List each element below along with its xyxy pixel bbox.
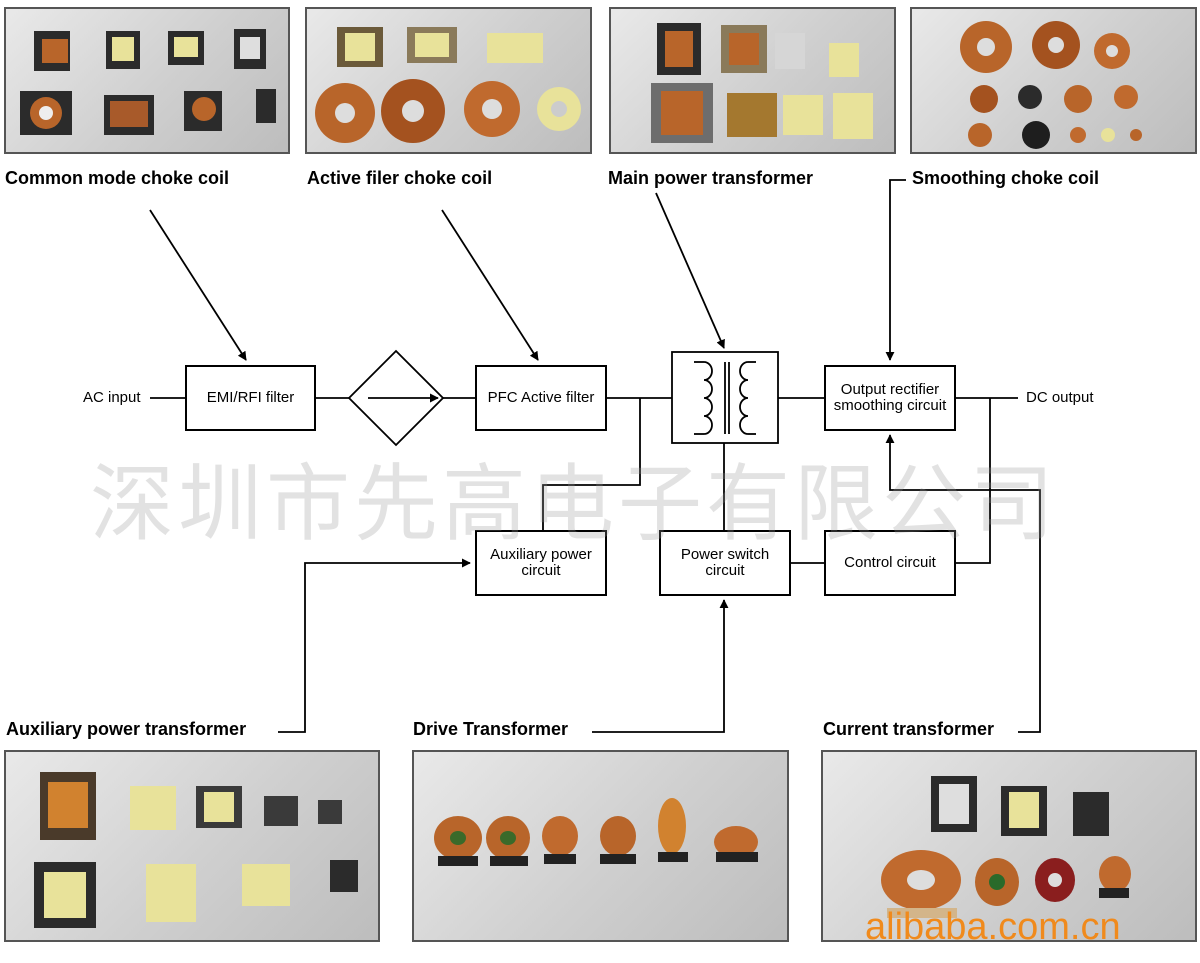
transformer-icon xyxy=(881,776,1131,918)
pointer-drive xyxy=(592,599,729,733)
pointer-current xyxy=(885,434,1041,733)
choke-coil-icon xyxy=(20,29,276,135)
dc-output-label: DC output xyxy=(1026,389,1094,406)
wire-output-control xyxy=(956,398,991,564)
caption-main-power-transformer: Main power transformer xyxy=(608,168,814,188)
pointer-common-mode xyxy=(149,209,247,361)
bridge-rectifier xyxy=(347,349,445,447)
caption-active-filter-choke: Active filer choke coil xyxy=(307,168,493,188)
control-circuit-block: Control circuit xyxy=(824,530,956,596)
emi-rfi-filter-block: EMI/RFI filter xyxy=(185,365,316,431)
photo-current-transformer xyxy=(821,750,1197,942)
caption-common-mode-choke: Common mode choke coil xyxy=(5,168,230,188)
ac-input-label: AC input xyxy=(83,389,141,406)
toroid-coil-icon xyxy=(960,21,1142,149)
pointer-active-filter xyxy=(441,209,539,361)
caption-aux-power-transformer: Auxiliary power transformer xyxy=(6,719,247,739)
pointer-main-power xyxy=(655,192,725,349)
transformer-icon xyxy=(651,23,873,143)
toroid-coil-icon xyxy=(434,798,758,866)
pointer-aux xyxy=(278,558,471,733)
caption-smoothing-choke: Smoothing choke coil xyxy=(912,168,1100,188)
caption-current-transformer: Current transformer xyxy=(823,719,995,739)
site-watermark: alibaba.com.cn xyxy=(865,906,1121,948)
output-rectifier-block: Output rectifier smoothing circuit xyxy=(824,365,956,431)
photo-common-mode-choke xyxy=(4,7,290,154)
pfc-active-filter-block: PFC Active filter xyxy=(475,365,607,431)
caption-drive-transformer: Drive Transformer xyxy=(413,719,569,739)
photo-aux-power-transformer xyxy=(4,750,380,942)
toroid-coil-icon xyxy=(315,27,581,143)
photo-drive-transformer xyxy=(412,750,789,942)
photo-main-power-transformer xyxy=(609,7,896,154)
pointer-smoothing xyxy=(885,179,906,361)
wire-pfc-aux xyxy=(542,398,641,530)
transformer-icon xyxy=(34,772,358,928)
photo-active-filter-choke xyxy=(305,7,592,154)
photo-smoothing-choke xyxy=(910,7,1197,154)
power-switch-circuit-block: Power switch circuit xyxy=(659,530,791,596)
aux-power-circuit-block: Auxiliary power circuit xyxy=(475,530,607,596)
